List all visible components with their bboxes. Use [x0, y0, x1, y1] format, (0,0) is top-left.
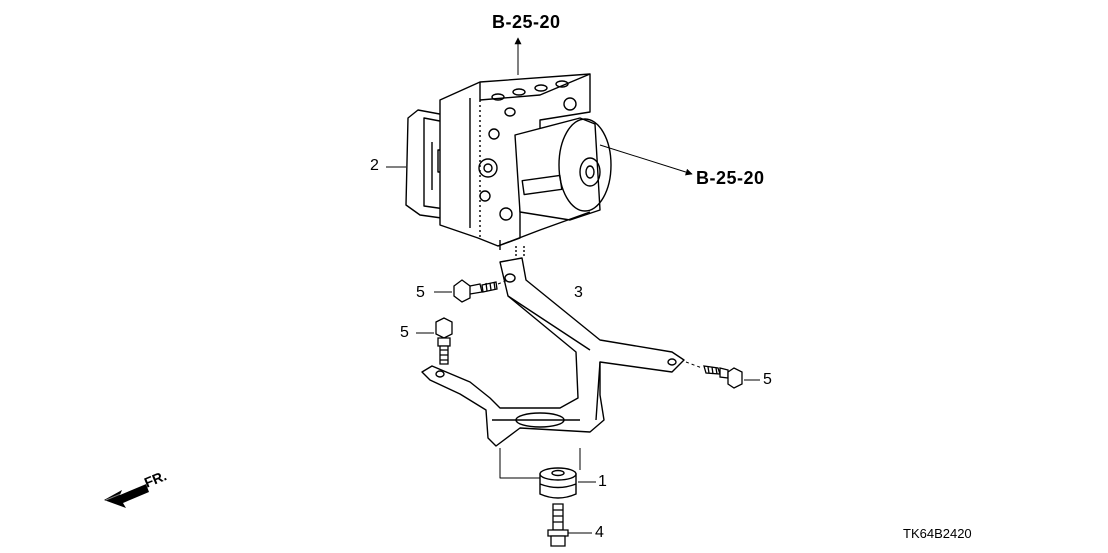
bolt-5-upper-guide [497, 279, 509, 285]
diagram-code: TK64B2420 [903, 526, 972, 541]
bracket [421, 246, 685, 479]
abs-modulator-unit [405, 73, 612, 250]
bolt-5-right-guide [685, 361, 703, 369]
callout-part-5-upper: 5 [416, 284, 425, 301]
bolt-5-upper [453, 279, 498, 303]
bolt-5-right [703, 365, 743, 389]
callout-part-3: 3 [574, 284, 583, 301]
reference-top: B-25-20 [492, 12, 561, 32]
callout-part-2: 2 [370, 157, 379, 174]
callout-part-4: 4 [595, 524, 604, 541]
callout-part-5-right: 5 [763, 371, 772, 388]
flange-bolt [547, 503, 569, 547]
callout-part-1: 1 [598, 473, 607, 490]
bolt-5-left [435, 317, 453, 365]
callout-part-5-left: 5 [400, 324, 409, 341]
reference-right: B-25-20 [696, 168, 765, 188]
rubber-mount [539, 467, 577, 499]
front-direction-arrow-icon [104, 481, 151, 508]
leader-right-ref [599, 144, 693, 176]
